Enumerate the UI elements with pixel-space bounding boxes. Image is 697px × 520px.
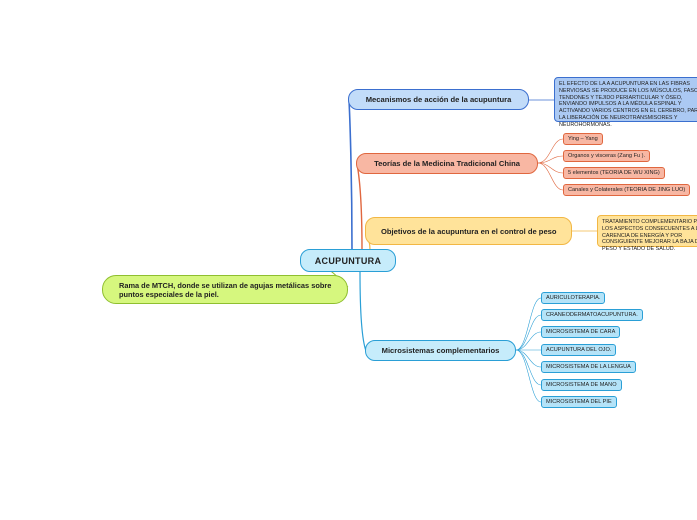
branch-objetivos-label: Objetivos de la acupuntura en el control…	[381, 226, 557, 236]
definition-text: Rama de MTCH, donde se utilizan de aguja…	[119, 280, 332, 299]
teorias-item-label: 5 elementos (TEORIA DE WU XING)	[568, 170, 660, 176]
root-node[interactable]: ACUPUNTURA	[300, 249, 396, 272]
teorias-item-label: Ying – Yang	[568, 136, 598, 142]
microsistemas-item-label: MICROSISTEMA DEL PIE	[546, 399, 612, 405]
microsistemas-item-label: MICROSISTEMA DE MANO	[546, 382, 617, 388]
branch-microsistemas-label: Microsistemas complementarios	[381, 346, 500, 355]
branch-microsistemas[interactable]: Microsistemas complementarios	[365, 340, 516, 361]
objetivos-detail-node[interactable]: TRATAMIENTO COMPLEMENTARIO PARA LOS ASPE…	[597, 215, 697, 252]
link-micro-item-0	[515, 297, 542, 351]
microsistemas-item[interactable]: AURICULOTERAPIA.	[541, 292, 606, 304]
definition-node[interactable]: Rama de MTCH, donde se utilizan de aguja…	[102, 275, 348, 304]
objetivos-detail-text: TRATAMIENTO COMPLEMENTARIO PARA LOS ASPE…	[602, 219, 697, 253]
root-label: ACUPUNTURA	[314, 255, 382, 266]
link-micro-item-1	[515, 314, 542, 351]
microsistemas-item-label: MICROSISTEMA DE LA LENGUA	[546, 364, 631, 370]
teorias-item[interactable]: 5 elementos (TEORIA DE WU XING)	[563, 167, 665, 179]
microsistemas-item[interactable]: MICROSISTEMA DE LA LENGUA	[541, 361, 636, 373]
teorias-item[interactable]: Ying – Yang	[563, 133, 603, 145]
link-micro-item-4	[515, 349, 542, 368]
link-root-microsistemas	[359, 271, 367, 352]
microsistemas-item-label: ACUPUNTURA DEL OJO.	[546, 347, 612, 353]
microsistemas-item[interactable]: MICROSISTEMA DE CARA	[541, 326, 621, 338]
branch-teorias-label: Teorías de la Medicina Tradicional China	[374, 159, 520, 168]
link-root-mecanismos	[348, 99, 353, 251]
link-micro-item-2	[515, 331, 542, 351]
branch-mecanismos-label: Mecanismos de acción de la acupuntura	[365, 95, 512, 104]
microsistemas-item[interactable]: CRANEODERMATOACUPUNTURA.	[541, 309, 643, 321]
microsistemas-item-label: CRANEODERMATOACUPUNTURA.	[546, 312, 638, 318]
microsistemas-item-label: AURICULOTERAPIA.	[546, 295, 601, 301]
mecanismos-detail-node[interactable]: EL EFECTO DE LA A ACUPUNTURA EN LAS FIBR…	[554, 77, 697, 128]
link-teorias-item-0	[537, 138, 564, 164]
teorias-item[interactable]: Organos y visceras (Zang Fu ).	[563, 150, 651, 162]
link-teorias-item-1	[537, 155, 564, 164]
link-micro-item-6	[515, 349, 542, 403]
branch-teorias[interactable]: Teorías de la Medicina Tradicional China	[356, 153, 538, 174]
link-teorias-item-3	[537, 162, 564, 191]
teorias-item-label: Organos y visceras (Zang Fu ).	[568, 153, 646, 159]
link-teorias-item-2	[537, 162, 564, 174]
link-root-teorias	[356, 163, 363, 251]
teorias-item[interactable]: Canales y Colaterales (TEORIA DE JING LU…	[563, 184, 691, 196]
teorias-item-label: Canales y Colaterales (TEORIA DE JING LU…	[568, 187, 686, 193]
link-micro-item-5	[515, 349, 542, 386]
microsistemas-item[interactable]: MICROSISTEMA DE MANO	[541, 379, 622, 391]
microsistemas-item-label: MICROSISTEMA DE CARA	[546, 329, 616, 335]
branch-objetivos[interactable]: Objetivos de la acupuntura en el control…	[365, 217, 572, 245]
microsistemas-item[interactable]: ACUPUNTURA DEL OJO.	[541, 344, 617, 356]
branch-mecanismos[interactable]: Mecanismos de acción de la acupuntura	[348, 89, 529, 110]
mecanismos-detail-text: EL EFECTO DE LA A ACUPUNTURA EN LAS FIBR…	[559, 81, 697, 128]
microsistemas-item[interactable]: MICROSISTEMA DEL PIE	[541, 396, 617, 408]
